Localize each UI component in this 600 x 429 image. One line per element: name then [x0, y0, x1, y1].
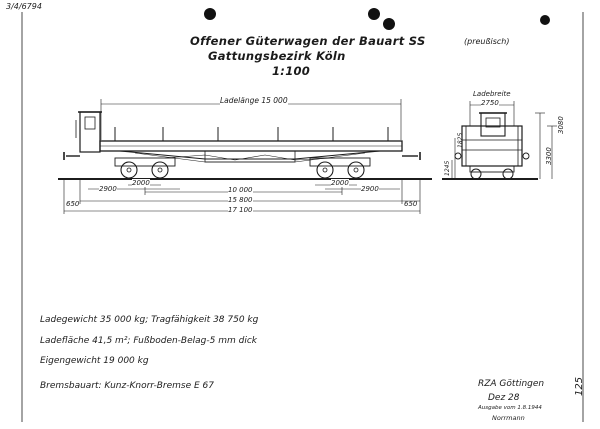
frame-length: 15 800 [228, 196, 253, 204]
spec-load-weight: Ladegewicht 35 000 kg; Tragfähigkeit 38 … [40, 315, 259, 325]
spec-tare-weight: Eigengewicht 19 000 kg [40, 356, 149, 366]
drawing-title: Offener Güterwagen der Bauart SS [190, 34, 426, 48]
footer-edition: Ausgabe vom 1.8.1944 [478, 405, 542, 411]
spec-load-area: Ladefläche 41,5 m²; Fußboden-Belag-5 mm … [40, 336, 257, 346]
wagon-side-view [63, 111, 421, 179]
footer-date: Dez 28 [488, 393, 520, 403]
dim-3080: 3080 [557, 116, 565, 134]
punch-holes [204, 8, 550, 30]
wagon-end-view [454, 112, 530, 180]
length-over-buffers: 17 100 [228, 206, 253, 214]
drawing-scale: 1:100 [272, 64, 311, 78]
dim-1245: 1245 [444, 160, 451, 176]
overhang-right: 650 [404, 200, 418, 208]
load-width-label: Ladebreite [473, 90, 511, 98]
footer-signature: Norrmann [492, 414, 525, 422]
dim-3300: 3300 [545, 147, 553, 165]
end-dimension-lines [451, 101, 557, 179]
footer-org: RZA Göttingen [478, 379, 545, 389]
dim-1825: 1825 [457, 132, 464, 148]
origin-note: (preußisch) [464, 37, 510, 46]
spec-brake-type: Bremsbauart: Kunz-Knorr-Bremse E 67 [40, 381, 215, 391]
archive-number: 3/4/6794 [6, 2, 42, 11]
drawing-subtitle: Gattungsbezirk Köln [208, 49, 346, 63]
load-length-label: Ladelänge 15 000 [220, 96, 288, 105]
bogie-wheelbase-right: 2000 [331, 179, 349, 187]
bogie-overall-left: 2900 [99, 185, 117, 193]
bogie-overall-right: 2900 [361, 185, 379, 193]
pivot-distance: 10 000 [228, 186, 253, 194]
overhang-left: 650 [66, 200, 80, 208]
load-width-value: 2750 [481, 99, 499, 107]
bogie-wheelbase-left: 2000 [132, 179, 150, 187]
page-number: 125 [574, 376, 585, 396]
